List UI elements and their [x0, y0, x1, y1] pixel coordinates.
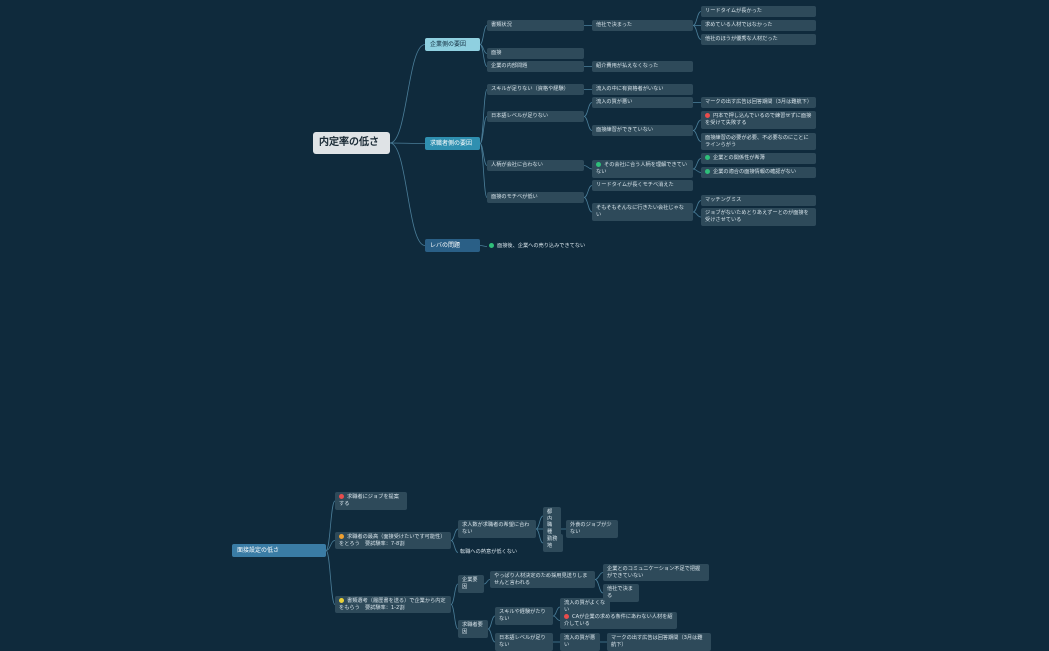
connector-line — [535, 515, 544, 530]
node-poor-inflow[interactable]: 流入の質が悪い — [592, 97, 693, 108]
node-japanese-level-2[interactable]: 日本語レベルが足りない — [495, 633, 553, 651]
node-no-selling[interactable]: 面接後、企業への売り込みできてない — [487, 242, 597, 251]
node-japanese-level[interactable]: 日本語レベルが足りない — [487, 111, 584, 122]
branch-company-factors[interactable]: 企業側の要因 — [425, 38, 480, 51]
connector-line — [692, 25, 702, 40]
green-marker-icon — [489, 243, 494, 248]
node-no-practice[interactable]: 面接練習ができていない — [592, 125, 693, 136]
connector-line — [552, 615, 561, 621]
node-other-better-talent[interactable]: 他社のほうが優秀な人材だった — [701, 34, 816, 45]
connector-line — [583, 116, 593, 131]
connector-line — [389, 142, 426, 144]
node-job-type[interactable]: 職種 — [543, 520, 561, 538]
node-culture-mismatch[interactable]: 人柄が会社に合わない — [487, 160, 584, 171]
orange-marker-icon — [339, 534, 344, 539]
green-marker-icon — [705, 169, 710, 174]
connector-line — [389, 142, 426, 246]
connector-line — [583, 185, 593, 198]
node-job-mismatch[interactable]: 求人数が求職者の希望に合わない — [458, 520, 536, 538]
node-other-company[interactable]: 他社で決まる — [603, 584, 639, 602]
node-interview[interactable]: 面接 — [487, 48, 584, 59]
connector-line — [692, 211, 702, 218]
connector-line — [692, 130, 702, 142]
node-not-understand-culture[interactable]: その会社に合う人柄を理解できていない — [592, 160, 693, 178]
node-matching-miss[interactable]: マッチングミス — [701, 195, 816, 206]
connector-line — [450, 528, 459, 541]
connector-line — [692, 158, 702, 170]
node-ad-period-2[interactable]: マークの出す広告は回答期間（3月は難航下） — [607, 633, 711, 651]
node-no-interview-info[interactable]: 企業の適合の面接情報の確認がない — [701, 167, 816, 178]
red-marker-icon — [564, 614, 569, 619]
node-low-motivation[interactable]: 面接のモチベが低い — [487, 192, 584, 203]
connector-line — [583, 165, 593, 170]
node-poor-inflow-3[interactable]: 流入の質が悪い — [560, 633, 600, 651]
connector-line — [479, 116, 488, 144]
node-ca-mismatch[interactable]: CAが企業の求める条件にあわない人材を紹介している — [560, 612, 677, 629]
branch-leva-issue[interactable]: レバの問題 — [425, 239, 480, 252]
connector-line — [325, 540, 336, 551]
red-marker-icon — [705, 113, 710, 118]
connector-line — [535, 528, 544, 544]
node-propose-job[interactable]: 求職者にジョブを提案する — [335, 492, 407, 510]
connector-line — [479, 25, 488, 45]
red-marker-icon — [339, 494, 344, 499]
node-fee-unpaid[interactable]: 紹介費用が払えなくなった — [592, 61, 693, 72]
yellow-marker-icon — [339, 598, 344, 603]
branch-jobseeker-factors[interactable]: 求職者側の要因 — [425, 137, 480, 150]
connector-line — [552, 606, 561, 617]
node-motivation-faded[interactable]: リードタイムが長くモチベ消えた — [592, 180, 693, 191]
connector-line — [479, 44, 488, 67]
node-other-company-decided[interactable]: 他社で決まった — [592, 20, 693, 31]
node-weak-relationship[interactable]: 企業との関係性が希薄 — [701, 153, 816, 164]
connector-line — [692, 119, 702, 131]
node-low-enthusiasm[interactable]: 転職への熱意が低くない — [460, 549, 518, 555]
connector-line — [487, 615, 496, 630]
node-lack-skill-2[interactable]: スキルや経験がたりない — [495, 607, 553, 625]
green-marker-icon — [596, 162, 601, 167]
connector-line — [325, 550, 336, 605]
connector-line — [583, 102, 593, 117]
node-not-desired-company[interactable]: そもそもそんなに行きたい会社じゃない — [592, 203, 693, 221]
connector-line — [325, 500, 336, 551]
node-company-factor[interactable]: 企業要因 — [458, 575, 484, 593]
connector-line — [487, 628, 496, 643]
node-poor-inflow-2[interactable]: 流入の質がよくない — [560, 598, 610, 616]
connector-line — [692, 200, 702, 213]
connector-line — [479, 89, 488, 144]
node-jobseeker-factor[interactable]: 求職者要因 — [458, 620, 488, 638]
connector-line — [479, 143, 488, 166]
green-marker-icon — [705, 155, 710, 160]
node-not-wanted-talent[interactable]: 求めている人材ではなかった — [701, 20, 816, 31]
connector-line — [692, 168, 702, 173]
node-no-job-tentative[interactable]: ジョブがないためとりあえずーとのが面接を受けさせている — [701, 208, 816, 226]
root-node-2[interactable]: 面接設定の低さ — [232, 544, 326, 557]
connector-line — [594, 572, 604, 580]
connector-line — [583, 197, 593, 213]
node-long-lead-time[interactable]: リードタイムが長かった — [701, 6, 816, 17]
node-rejection[interactable]: やっぱり人材決定のため採用見送りしませんと言われる — [490, 571, 595, 588]
node-fail-without-practice[interactable]: 円本で押し込んでいるので練習せずに面接を受けて失敗する — [701, 111, 816, 129]
node-location[interactable]: 勤務地 — [543, 534, 563, 552]
node-few-food-jobs[interactable]: 外食のジョブが少ない — [566, 520, 618, 538]
node-document-status[interactable]: 書類状況 — [487, 20, 584, 31]
connector-line — [389, 44, 426, 144]
node-communication-gap[interactable]: 企業とのコミュニケーション不足で把握ができていない — [603, 564, 709, 581]
node-max-preference[interactable]: 求職者の最高（面接受けたいです可能性）をとろう 要試験率：7-8割 — [335, 532, 451, 549]
root-node[interactable]: 内定率の低さ — [313, 132, 390, 154]
node-document-screening[interactable]: 書類選考（履歴書を送る）で企業から内定をもらう 要試験率：1-2割 — [335, 596, 451, 613]
connector-line — [479, 143, 488, 198]
connector-line — [450, 604, 459, 630]
connector-line — [450, 540, 459, 553]
connector-line — [479, 44, 488, 54]
node-no-qualified[interactable]: 流入の中に有資格者がいない — [592, 84, 693, 95]
connector-line — [692, 11, 702, 26]
node-practice-need[interactable]: 面接練習の必要が必要、不必要なのにことにラインらがう — [701, 133, 816, 150]
node-ad-period[interactable]: マークの出す広告は回答期間（3月は難航下） — [701, 97, 816, 108]
connector-line — [594, 579, 604, 594]
connector-line — [479, 245, 488, 247]
connector-line — [450, 583, 459, 605]
node-lack-skill[interactable]: スキルが足りない（資格や経験） — [487, 84, 584, 95]
node-internal-issue[interactable]: 企業の内部問題 — [487, 61, 584, 72]
